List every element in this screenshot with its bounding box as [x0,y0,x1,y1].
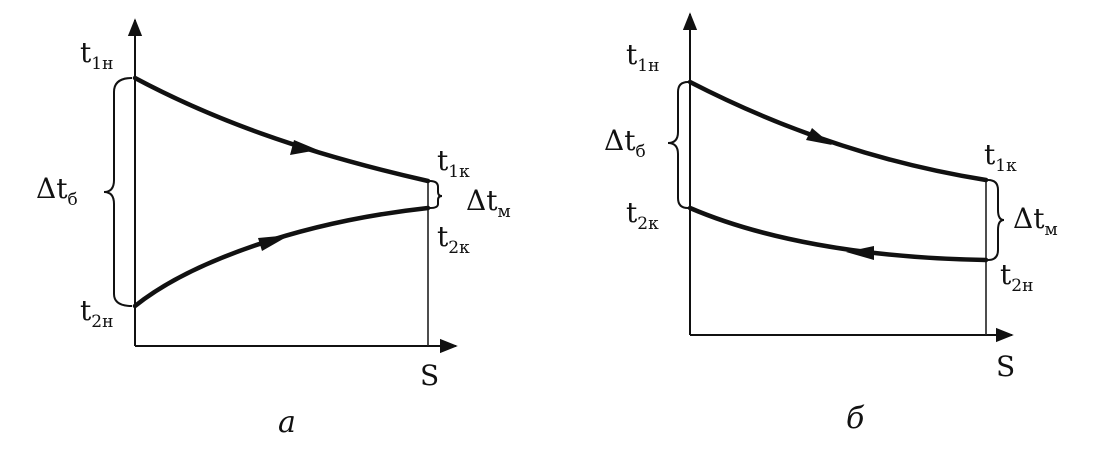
panel-b-label-t2n: t2н [1000,258,1033,296]
panel-b-label-dt-m: Δtм [1013,202,1058,240]
panel-b-caption: б [846,401,865,436]
panel-b-cold-arrow [846,246,874,260]
panel-b-label-dt-b: Δtб [604,124,646,162]
panel-b-label-t2k: t2к [626,196,659,234]
panel-a-label-t1n: t1н [80,36,113,74]
panel-b-brace-dt-b [667,81,689,209]
panel-a-label-t1k: t1к [437,144,470,182]
panel-a-hot-arrow [290,140,318,155]
panel-a-cold-arrow [258,235,290,251]
panel-a-x-axis-label: S [420,359,439,392]
panel-a-cold-curve [132,205,431,309]
panel-b-label-t1n: t1н [626,38,659,76]
panel-a-label-dt-m: Δtм [466,184,511,222]
panel-a-brace-dt-b [103,77,133,307]
panel-b-x-axis-label: S [996,350,1015,383]
panel-a-caption: а [278,405,296,440]
panel-a-label-dt-b: Δtб [36,172,78,210]
panel-b: t1н Δtб t2к t1к Δtм t2н S б [604,12,1058,436]
panel-b-hot-arrow [806,128,832,145]
panel-a-brace-dt-m [429,180,443,209]
panel-a-label-t2k: t2к [437,220,470,258]
panel-b-label-t1k: t1к [984,138,1017,176]
panel-a-label-t2n: t2н [80,294,113,332]
panel-b-hot-curve [687,79,989,183]
panel-a-hot-curve [132,75,431,184]
panel-b-cold-curve [687,205,989,263]
panel-a: t1н Δtб t2н t1к Δtм t2к S а [36,18,511,440]
panel-b-brace-dt-m [987,179,1005,261]
